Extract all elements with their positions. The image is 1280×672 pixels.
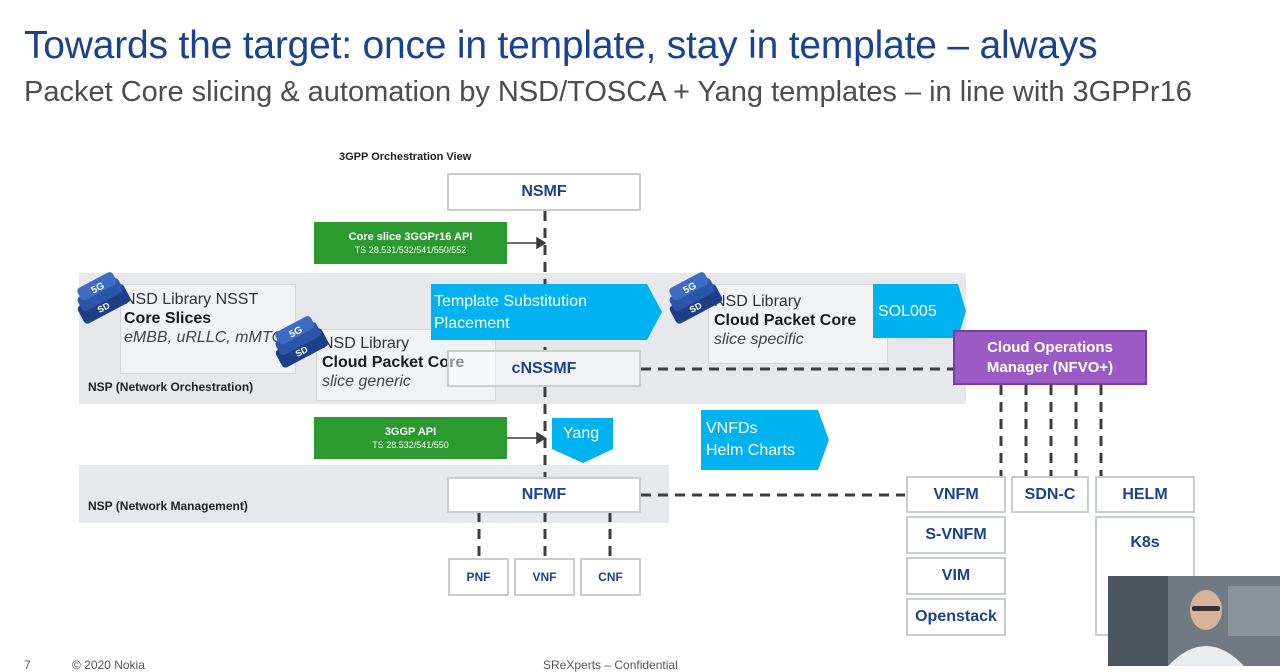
nsd-library-specific-line3: slice specific bbox=[714, 331, 804, 348]
vnfds-text: VNFDs Helm Charts bbox=[706, 418, 795, 462]
gpp-api-title: 3GGP API bbox=[384, 426, 437, 438]
vnfm-label: VNFM bbox=[933, 485, 979, 503]
nfmf-label: NFMF bbox=[521, 486, 567, 503]
core-slice-api-ts: TS 28.531/532/541/550/552 bbox=[354, 245, 467, 255]
nsp-management-label: NSP (Network Management) bbox=[88, 499, 248, 513]
pnf-label: PNF bbox=[466, 570, 491, 584]
cnf-box[interactable]: CNF bbox=[580, 558, 641, 596]
cnssmf-label: cNSSMF bbox=[511, 359, 577, 377]
template-substitution-text: Template Substitution Placement bbox=[434, 291, 587, 335]
slide-title: Towards the target: once in template, st… bbox=[24, 24, 1098, 67]
nsd-library-nsst-line2: Core Slices bbox=[124, 310, 212, 327]
orchestration-view-label: 3GPP Orchestration View bbox=[339, 151, 472, 163]
yang-arrow bbox=[552, 418, 613, 463]
nsd-library-generic-line1: NSD Library bbox=[322, 335, 410, 352]
helm-box[interactable]: HELM bbox=[1095, 476, 1195, 513]
com-line2: Manager (NFVO+) bbox=[986, 358, 1114, 376]
nsp-orchestration-label: NSP (Network Orchestration) bbox=[88, 380, 254, 394]
sdnc-label: SDN-C bbox=[1024, 485, 1076, 503]
vim-label: VIM bbox=[941, 567, 971, 584]
gpp-api-ts: TS 28.532/541/550 bbox=[372, 440, 449, 450]
5g-sd-chip-icon: 5G SD bbox=[275, 316, 329, 368]
nsmf-box[interactable]: NSMF bbox=[447, 173, 641, 211]
vnf-box[interactable]: VNF bbox=[514, 558, 575, 596]
nsd-library-specific-line1: NSD Library bbox=[714, 293, 802, 310]
cloud-operations-manager-box[interactable]: Cloud Operations Manager (NFVO+) bbox=[953, 330, 1147, 385]
core-slice-api-box: Core slice 3GGPr16 API TS 28.531/532/541… bbox=[314, 222, 507, 264]
vnfds-line1: VNFDs bbox=[706, 420, 758, 437]
footer-copyright: © 2020 Nokia bbox=[72, 658, 145, 672]
footer-confidential: SReXperts – Confidential bbox=[543, 658, 678, 672]
vnfds-arrow bbox=[701, 410, 829, 470]
helm-label: HELM bbox=[1122, 485, 1168, 503]
openstack-box[interactable]: Openstack bbox=[906, 598, 1006, 636]
presenter-silhouette-icon bbox=[1108, 576, 1280, 666]
nsd-library-nsst: NSD Library NSST Core Slices eMBB, uRLLC… bbox=[120, 284, 296, 374]
gpp-api-box: 3GGP API TS 28.532/541/550 bbox=[314, 417, 507, 459]
presenter-video-thumbnail[interactable] bbox=[1108, 576, 1280, 666]
5g-sd-chip-icon: 5G SD bbox=[669, 272, 723, 324]
openstack-label: Openstack bbox=[915, 608, 997, 625]
template-substitution-line1: Template Substitution bbox=[434, 293, 587, 310]
slide-subtitle: Packet Core slicing & automation by NSD/… bbox=[24, 76, 1192, 108]
com-line1: Cloud Operations bbox=[987, 338, 1113, 356]
sdnc-box[interactable]: SDN-C bbox=[1011, 476, 1089, 513]
svnfm-label: S-VNFM bbox=[925, 526, 987, 543]
nsmf-label: NSMF bbox=[521, 183, 567, 200]
vnf-label: VNF bbox=[532, 570, 557, 584]
nsd-library-nsst-line1: NSD Library NSST bbox=[124, 291, 259, 308]
nsd-library-nsst-line3: eMBB, uRLLC, mMTC bbox=[124, 329, 284, 346]
yang-label: Yang bbox=[563, 425, 600, 442]
svnfm-box[interactable]: S-VNFM bbox=[906, 516, 1006, 554]
template-substitution-line2: Placement bbox=[434, 315, 510, 332]
vim-box[interactable]: VIM bbox=[906, 557, 1006, 595]
nsd-library-generic-line2: Cloud Packet Core bbox=[322, 354, 465, 371]
nsd-library-specific-line2: Cloud Packet Core bbox=[714, 312, 857, 329]
pnf-box[interactable]: PNF bbox=[448, 558, 509, 596]
footer-page-number: 7 bbox=[24, 658, 31, 672]
cnssmf-box[interactable]: cNSSMF bbox=[447, 350, 641, 387]
vnfds-line2: Helm Charts bbox=[706, 442, 795, 459]
k8s-label: K8s bbox=[1130, 534, 1160, 551]
vnfm-box[interactable]: VNFM bbox=[906, 476, 1006, 513]
nsd-library-specific: NSD Library Cloud Packet Core slice spec… bbox=[708, 284, 888, 364]
sol005-arrow bbox=[873, 284, 966, 338]
cnf-label: CNF bbox=[598, 570, 623, 584]
nfmf-box[interactable]: NFMF bbox=[447, 477, 641, 513]
nsd-library-generic-line3: slice generic bbox=[322, 373, 411, 390]
5g-sd-chip-icon: 5G SD bbox=[77, 272, 131, 324]
sol005-label: SOL005 bbox=[878, 303, 937, 320]
core-slice-api-title: Core slice 3GGPr16 API bbox=[348, 231, 473, 243]
template-substitution-arrow bbox=[431, 284, 662, 340]
